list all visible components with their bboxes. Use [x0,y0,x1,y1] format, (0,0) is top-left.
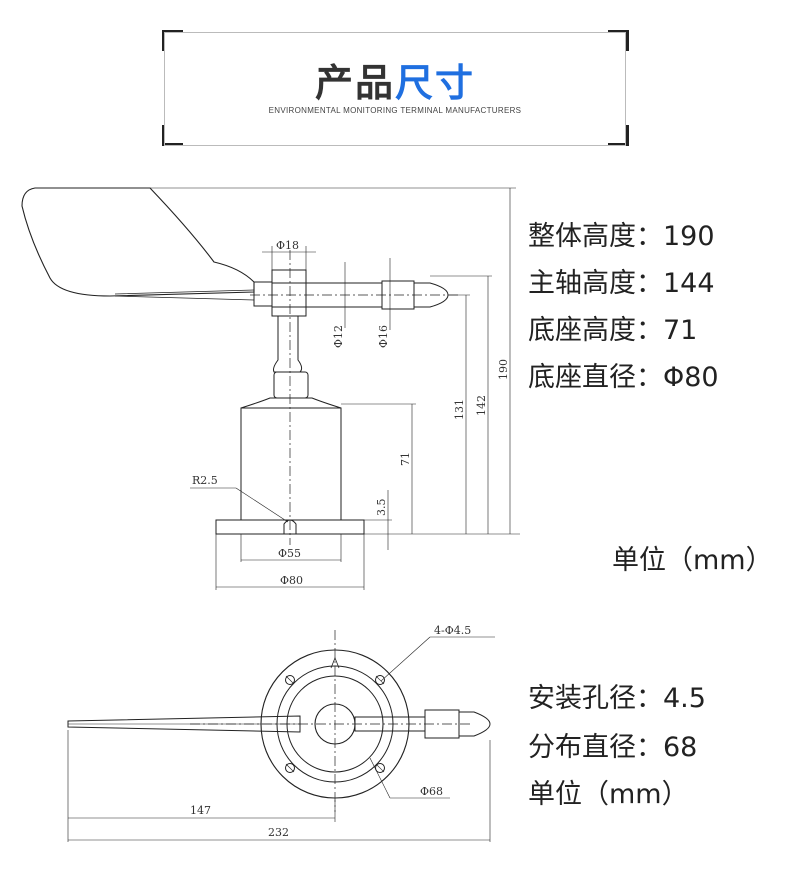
mount-hole [285,675,295,685]
base-shoulder [240,397,342,409]
neck-collar [273,371,309,399]
spec-label: 分布直径： [528,732,663,763]
page-subtitle: ENVIRONMENTAL MONITORING TERMINAL MANUFA… [268,106,522,115]
side-view: Φ18 Φ12 Φ16 190 142 131 71 3.5 R2.5 Φ55 … [21,187,520,590]
dim-d68: Φ68 [420,785,443,798]
spec-value: 68 [663,732,698,763]
spec-shaft-height: 主轴高度：144 [528,261,715,300]
dim-h142: 142 [475,395,488,416]
frame-corner-bottom-right [608,125,629,146]
top-unit-label: 单位（mm） [528,779,689,810]
mount-hole [375,675,385,685]
mount-hole [375,763,385,773]
frame-corner-bottom-left [162,125,183,146]
frame-corner-top-left [162,30,183,51]
spec-value: 4.5 [663,683,706,714]
dim-l147: 147 [190,804,211,817]
spec-overall-height: 整体高度：190 [528,214,715,253]
spec-value: 71 [663,315,698,346]
dim-holes: 4-Φ4.5 [434,624,471,637]
spec-value: 144 [663,268,715,299]
spec-base-height: 底座高度：71 [528,308,697,347]
spec-label: 整体高度： [528,221,663,252]
spec-label: 底座高度： [528,315,663,346]
frame-border [164,32,626,146]
dim-d16: Φ16 [377,325,390,348]
side-unit-label: 单位（mm） [612,545,773,576]
spec-pitch-diameter: 分布直径：68 [528,725,697,764]
vane-arm [114,289,255,301]
dim-d55: Φ55 [278,547,301,560]
spec-label: 安装孔径： [528,683,663,714]
wind-vane-fin [21,187,255,297]
spec-label: 主轴高度： [528,268,663,299]
spec-hole-diameter: 安装孔径：4.5 [528,676,706,715]
title-part-2: 尺寸 [395,61,476,105]
spec-base-diameter: 底座直径：Φ80 [528,355,719,394]
base-body [240,407,342,521]
dim-d12: Φ12 [332,325,345,348]
vane-coupling [253,281,273,307]
frame-corner-top-right [608,30,629,51]
dim-d80: Φ80 [280,574,303,587]
top-view: 4-Φ4.5 Φ68 147 232 [67,624,495,842]
dim-h3-5: 3.5 [375,499,388,517]
spec-value: 190 [663,221,715,252]
north-marker [330,656,340,669]
spec-label: 底座直径： [528,362,663,393]
dim-d18: Φ18 [276,239,299,252]
page-title: 产品尺寸 [0,52,790,107]
hub-neck [273,316,303,373]
dim-l232: 232 [268,826,289,839]
dim-h131: 131 [453,399,466,420]
mount-hole [285,763,295,773]
spec-value: Φ80 [663,362,719,393]
dim-h190: 190 [497,359,510,380]
title-part-1: 产品 [314,61,395,105]
top-vane [67,715,301,733]
vertical-hub [271,269,307,317]
dim-r2-5: R2.5 [192,474,218,487]
dim-h71: 71 [399,452,412,466]
